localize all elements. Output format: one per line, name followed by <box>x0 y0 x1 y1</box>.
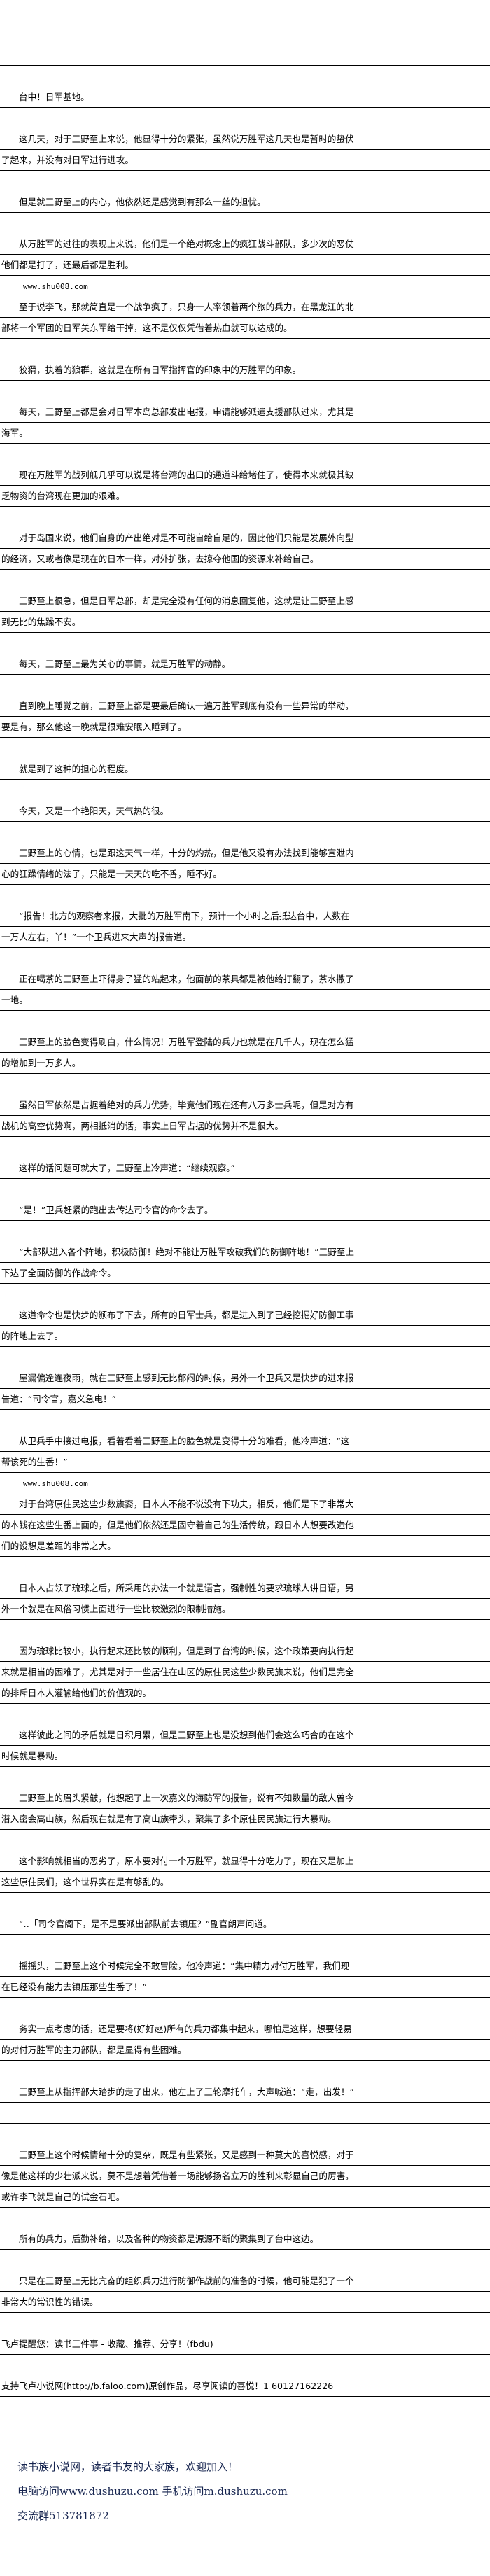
paragraph-text: 摇摇头，三野至上这个时候完全不敢冒险，他冷声道：“集中精力对付万胜军，我们现在已… <box>1 1961 350 1992</box>
paragraph-text: 这样彼此之间的矛盾就是日积月累，但是三野至上也是没想到他们会这么巧合的在这个时候… <box>1 1730 354 1761</box>
paragraph-text: 屋漏偏逢连夜雨，就在三野至上感到无比郁闷的时候，另外一个卫兵又是快步的进来报告道… <box>1 1373 354 1404</box>
paragraph-text: 三野至上从指挥部大踏步的走了出来，他左上了三轮摩托车，大声喊道：“走，出发！” <box>19 2087 355 2097</box>
paragraph-text: 这道命令也是快步的颁布了下去，所有的日军士兵，都是进入到了已经挖掘好防御工事的阵… <box>1 1310 354 1341</box>
paragraph-text: 正在喝茶的三野至上吓得身子猛的站起来，他面前的茶具都是被他给打翻了，茶水撒了一地… <box>1 974 354 1005</box>
paragraph-text: 务实一点考虑的话，还是要将(好好赵)所有的兵力都集中起来，哪怕是这样，想要轻易的… <box>1 2024 352 2055</box>
paragraph: 这几天，对于三野至上来说，他显得十分的紧张，虽然说万胜军这几天也是暂时的蛰伏了起… <box>0 129 490 171</box>
paragraph: 但是就三野至上的内心，他依然还是感觉到有那么一丝的担忧。 <box>0 192 490 213</box>
site-notice: 飞卢提醒您：读书三件事 - 收藏、推荐、分享！(fbdu) <box>0 2334 490 2355</box>
paragraph-text: 对于岛国来说，他们自身的产出绝对是不可能自给自足的，因此他们只能是发展外向型的经… <box>1 533 354 564</box>
paragraph: 就是到了这种的担心的程度。 <box>0 759 490 780</box>
paragraph: 三野至上的脸色变得刷白，什么情况！万胜军登陆的兵力也就是在几千人，现在怎么猛的增… <box>0 1032 490 1074</box>
paragraph: 每天，三野至上最为关心的事情，就是万胜军的动静。 <box>0 654 490 675</box>
paragraph: www.shu008.com 对于台湾原住民这些少数族裔，日本人不能不说没有下功夫… <box>0 1480 490 1557</box>
paragraph: 直到晚上睡觉之前，三野至上都是要最后确认一遍万胜军到底有没有一些异常的举动，要是… <box>0 696 490 738</box>
article-body: 台中！日军基地。这几天，对于三野至上来说，他显得十分的紧张，虽然说万胜军这几天也… <box>0 45 490 2397</box>
paragraph-text: 因为琉球比较小，执行起来还比较的顺利，但是到了台湾的时候，这个政策要向执行起来就… <box>1 1646 354 1698</box>
paragraph: 台中！日军基地。 <box>0 87 490 108</box>
paragraph <box>0 2103 490 2124</box>
paragraph-text: 只是在三野至上无比亢奋的组织兵力进行防御作战前的准备的时候，他可能是犯了一个非常… <box>1 2276 354 2307</box>
paragraph: 从卫兵手中接过电报，看着看着三野至上的脸色就是变得十分的难看，他冷声道：“这帮该… <box>0 1431 490 1473</box>
paragraph: 三野至上从指挥部大踏步的走了出来，他左上了三轮摩托车，大声喊道：“走，出发！” <box>0 2082 490 2103</box>
paragraph: 三野至上的心情，也是跟这天气一样，十分的灼热，但是他又没有办法找到能够宣泄内心的… <box>0 843 490 885</box>
paragraph-text: 三野至上很急，但是日军总部，却是完全没有任何的消息回复他，这就是让三野至上感到无… <box>1 596 354 627</box>
paragraph-text: 日本人占领了琉球之后，所采用的办法一个就是语言，强制性的要求琉球人讲日语，另外一… <box>1 1583 354 1614</box>
paragraph: “是！”卫兵赶紧的跑出去传达司令官的命令去了。 <box>0 1200 490 1221</box>
paragraph: 今天，又是一个艳阳天，天气热的很。 <box>0 801 490 822</box>
paragraph: 摇摇头，三野至上这个时候完全不敢冒险，他冷声道：“集中精力对付万胜军，我们现在已… <box>0 1956 490 1998</box>
site-notice: 支持飞卢小说网(http://b.faloo.com)原创作品，尽享阅读的喜悦！… <box>0 2376 490 2397</box>
footer-welcome: 读书族小说网，读者书友的大家族，欢迎加入！ <box>18 2460 239 2473</box>
paragraph: 正在喝茶的三野至上吓得身子猛的站起来，他面前的茶具都是被他给打翻了，茶水撒了一地… <box>0 969 490 1011</box>
paragraph-text: 就是到了这种的担心的程度。 <box>19 764 134 774</box>
paragraph: 务实一点考虑的话，还是要将(好好赵)所有的兵力都集中起来，哪怕是这样，想要轻易的… <box>0 2019 490 2061</box>
paragraph-text: 今天，又是一个艳阳天，天气热的很。 <box>19 806 169 816</box>
paragraph-text: 但是就三野至上的内心，他依然还是感觉到有那么一丝的担忧。 <box>19 197 266 207</box>
paragraph-text: 虽然日军依然是占据着绝对的兵力优势，毕竟他们现在还有八万多士兵呢，但是对方有战机… <box>1 1100 354 1131</box>
paragraph: 虽然日军依然是占据着绝对的兵力优势，毕竟他们现在还有八万多士兵呢，但是对方有战机… <box>0 1095 490 1137</box>
paragraph: 所有的兵力，后勤补给，以及各种的物资都是源源不断的聚集到了台中这边。 <box>0 2229 490 2250</box>
paragraph-text: 这个影响就相当的恶劣了，原本要对付一个万胜军，就显得十分吃力了，现在又是加上这些… <box>1 1856 354 1887</box>
paragraph: 这样的话问题可就大了，三野至上冷声道：“继续观察。” <box>0 1158 490 1179</box>
paragraph: 对于岛国来说，他们自身的产出绝对是不可能自给自足的，因此他们只能是发展外向型的经… <box>0 528 490 570</box>
paragraph: 这个影响就相当的恶劣了，原本要对付一个万胜军，就显得十分吃力了，现在又是加上这些… <box>0 1851 490 1893</box>
paragraph-text: 每天，三野至上最为关心的事情，就是万胜军的动静。 <box>19 659 231 669</box>
paragraph-text: “大部队进入各个阵地，积极防御！绝对不能让万胜军攻破我们的防御阵地！”三野至上下… <box>1 1247 355 1278</box>
top-rule <box>0 45 490 66</box>
footer-urls[interactable]: 电脑访问www.dushuzu.com 手机访问m.dushuzu.com <box>18 2485 288 2498</box>
footer-group: 交流群513781872 <box>18 2510 109 2522</box>
paragraph-text: 狡猾，执着的狼群，这就是在所有日军指挥官的印象中的万胜军的印象。 <box>19 365 301 375</box>
paragraph: 从万胜军的过往的表现上来说，他们是一个绝对概念上的疯狂战斗部队，多少次的恶仗他们… <box>0 234 490 276</box>
paragraph-text: 三野至上的脸色变得刷白，什么情况！万胜军登陆的兵力也就是在几千人，现在怎么猛的增… <box>1 1037 354 1068</box>
paragraph: 因为琉球比较小，执行起来还比较的顺利，但是到了台湾的时候，这个政策要向执行起来就… <box>0 1641 490 1704</box>
paragraph-text: 从万胜军的过往的表现上来说，他们是一个绝对概念上的疯狂战斗部队，多少次的恶仗他们… <box>1 239 354 270</box>
paragraph-text: 直到晚上睡觉之前，三野至上都是要最后确认一遍万胜军到底有没有一些异常的举动，要是… <box>1 701 354 732</box>
paragraph-text: 这样的话问题可就大了，三野至上冷声道：“继续观察。” <box>19 1163 235 1173</box>
paragraph-text: “是！”卫兵赶紧的跑出去传达司令官的命令去了。 <box>19 1205 214 1215</box>
paragraph: 三野至上这个时候情绪十分的复杂，既是有些紧张，又是感到一种莫大的喜悦感，对于像是… <box>0 2145 490 2208</box>
paragraph: 这道命令也是快步的颁布了下去，所有的日军士兵，都是进入到了已经挖掘好防御工事的阵… <box>0 1305 490 1347</box>
paragraph: 每天，三野至上都是会对日军本岛总部发出电报，申请能够派遣支援部队过来，尤其是海军… <box>0 402 490 444</box>
paragraph-text: 三野至上这个时候情绪十分的复杂，既是有些紧张，又是感到一种莫大的喜悦感，对于像是… <box>1 2150 354 2202</box>
paragraph-text: 三野至上的心情，也是跟这天气一样，十分的灼热，但是他又没有办法找到能够宣泄内心的… <box>1 848 354 879</box>
paragraph-text: 所有的兵力，后勤补给，以及各种的物资都是源源不断的聚集到了台中这边。 <box>19 2234 319 2244</box>
paragraph: 三野至上的眉头紧皱，他想起了上一次嘉义的海防军的报告，说有不知数量的敌人曾今潜入… <box>0 1788 490 1830</box>
paragraph: “‥「司令官阁下，是不是要派出部队前去镇压？”副官朗声问道。 <box>0 1914 490 1935</box>
paragraph: 现在万胜军的战列舰几乎可以说是将台湾的出口的通道斗给堵住了，使得本来就极其缺乏物… <box>0 465 490 507</box>
watermark-url: www.shu008.com <box>23 1479 88 1488</box>
site-footer: 读书族小说网，读者书友的大家族，欢迎加入！ 电脑访问www.dushuzu.co… <box>18 2458 288 2532</box>
paragraph-text: “‥「司令官阁下，是不是要派出部队前去镇压？”副官朗声问道。 <box>19 1919 272 1929</box>
paragraph-text: 至于说李飞，那就简直是一个战争疯子，只身一人率领着两个旅的兵力，在黑龙江的北部将… <box>1 302 354 333</box>
watermark-url: www.shu008.com <box>23 282 88 291</box>
paragraph: 这样彼此之间的矛盾就是日积月累，但是三野至上也是没想到他们会这么巧合的在这个时候… <box>0 1725 490 1767</box>
paragraph: “报告！北方的观察者来报，大批的万胜军南下，预计一个小时之后抵达台中，人数在一万… <box>0 906 490 948</box>
paragraph: “大部队进入各个阵地，积极防御！绝对不能让万胜军攻破我们的防御阵地！”三野至上下… <box>0 1242 490 1284</box>
paragraph-text: 每天，三野至上都是会对日军本岛总部发出电报，申请能够派遣支援部队过来，尤其是海军… <box>1 407 354 438</box>
paragraph-text: 从卫兵手中接过电报，看着看着三野至上的脸色就是变得十分的难看，他冷声道：“这帮该… <box>1 1436 350 1467</box>
paragraph: 屋漏偏逢连夜雨，就在三野至上感到无比郁闷的时候，另外一个卫兵又是快步的进来报告道… <box>0 1368 490 1410</box>
paragraph: 日本人占领了琉球之后，所采用的办法一个就是语言，强制性的要求琉球人讲日语，另外一… <box>0 1578 490 1620</box>
paragraph-text: 对于台湾原住民这些少数族裔，日本人不能不说没有下功夫，相反，他们是下了非常大的本… <box>1 1499 354 1551</box>
paragraph: 狡猾，执着的狼群，这就是在所有日军指挥官的印象中的万胜军的印象。 <box>0 360 490 381</box>
paragraph-text: “报告！北方的观察者来报，大批的万胜军南下，预计一个小时之后抵达台中，人数在一万… <box>1 911 350 942</box>
paragraph: www.shu008.com 至于说李飞，那就简直是一个战争疯子，只身一人率领着两… <box>0 283 490 339</box>
paragraph-text: 支持飞卢小说网(http://b.faloo.com)原创作品，尽享阅读的喜悦！… <box>1 2381 334 2391</box>
paragraph-text: 台中！日军基地。 <box>19 92 90 102</box>
paragraph-text: 现在万胜军的战列舰几乎可以说是将台湾的出口的通道斗给堵住了，使得本来就极其缺乏物… <box>1 470 354 501</box>
paragraph: 三野至上很急，但是日军总部，却是完全没有任何的消息回复他，这就是让三野至上感到无… <box>0 591 490 633</box>
paragraph-text: 飞卢提醒您：读书三件事 - 收藏、推荐、分享！(fbdu) <box>1 2339 214 2349</box>
paragraph-text: 这几天，对于三野至上来说，他显得十分的紧张，虽然说万胜军这几天也是暂时的蛰伏了起… <box>1 134 354 165</box>
paragraph-text: 三野至上的眉头紧皱，他想起了上一次嘉义的海防军的报告，说有不知数量的敌人曾今潜入… <box>1 1793 354 1824</box>
paragraph: 只是在三野至上无比亢奋的组织兵力进行防御作战前的准备的时候，他可能是犯了一个非常… <box>0 2271 490 2313</box>
